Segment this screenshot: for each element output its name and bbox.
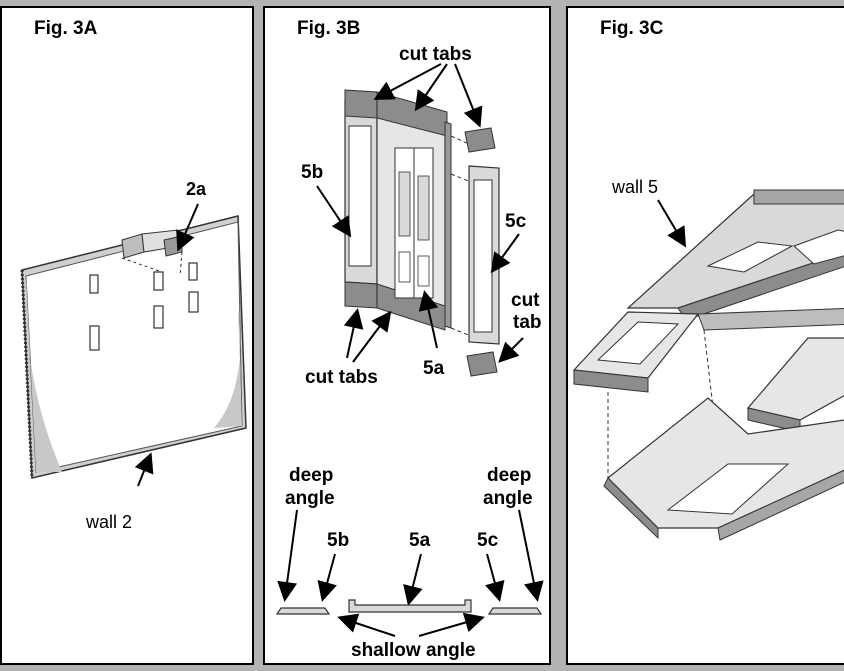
part-2a-label: 2a bbox=[186, 179, 207, 199]
figure-3a-panel: Fig. 3A 2 bbox=[0, 6, 254, 665]
deep-angle-right-line1: deep bbox=[487, 465, 531, 486]
shallow-angle-label: shallow angle bbox=[351, 640, 476, 661]
wall-5-parts-illustration: cut tabs 5b 5c cut tab cut tabs 5a deep … bbox=[275, 44, 544, 661]
deep-angle-left-line1: deep bbox=[289, 465, 333, 486]
figure-3c-panel: Fig. 3C wall 5 bbox=[566, 6, 844, 665]
figure-3b-label: Fig. 3B bbox=[297, 18, 361, 39]
figure-3c-label: Fig. 3C bbox=[600, 18, 664, 39]
figure-3a-label: Fig. 3A bbox=[34, 18, 98, 39]
figure-3b-panel: Fig. 3B bbox=[263, 6, 551, 665]
wall-2-label: wall 2 bbox=[85, 512, 132, 532]
deep-angle-right-line2: angle bbox=[483, 488, 533, 509]
profile-5a-label: 5a bbox=[409, 530, 431, 551]
cut-tabs-top-label: cut tabs bbox=[399, 44, 472, 65]
deep-angle-left-line2: angle bbox=[285, 488, 335, 509]
wall-2-illustration: 2a wall 2 bbox=[20, 179, 247, 532]
profile-5c-label: 5c bbox=[477, 530, 499, 551]
part-5b bbox=[344, 89, 378, 309]
part-5a bbox=[376, 91, 452, 331]
wall-2-slab bbox=[20, 215, 247, 479]
profile-view bbox=[275, 599, 543, 615]
cut-tab-label-line2: tab bbox=[513, 312, 542, 333]
part-5c-label: 5c bbox=[505, 211, 527, 232]
part-5a-label: 5a bbox=[423, 358, 445, 379]
cut-tab-label-line1: cut bbox=[511, 290, 540, 311]
cut-tabs-bottom-label: cut tabs bbox=[305, 367, 378, 388]
wall-5-assembly-illustration: wall 5 bbox=[572, 177, 844, 541]
wall-5-label: wall 5 bbox=[611, 177, 658, 197]
part-5c bbox=[464, 127, 500, 377]
wall-5-assembly bbox=[572, 189, 844, 541]
part-5b-label: 5b bbox=[301, 162, 323, 183]
profile-5b-label: 5b bbox=[327, 530, 349, 551]
